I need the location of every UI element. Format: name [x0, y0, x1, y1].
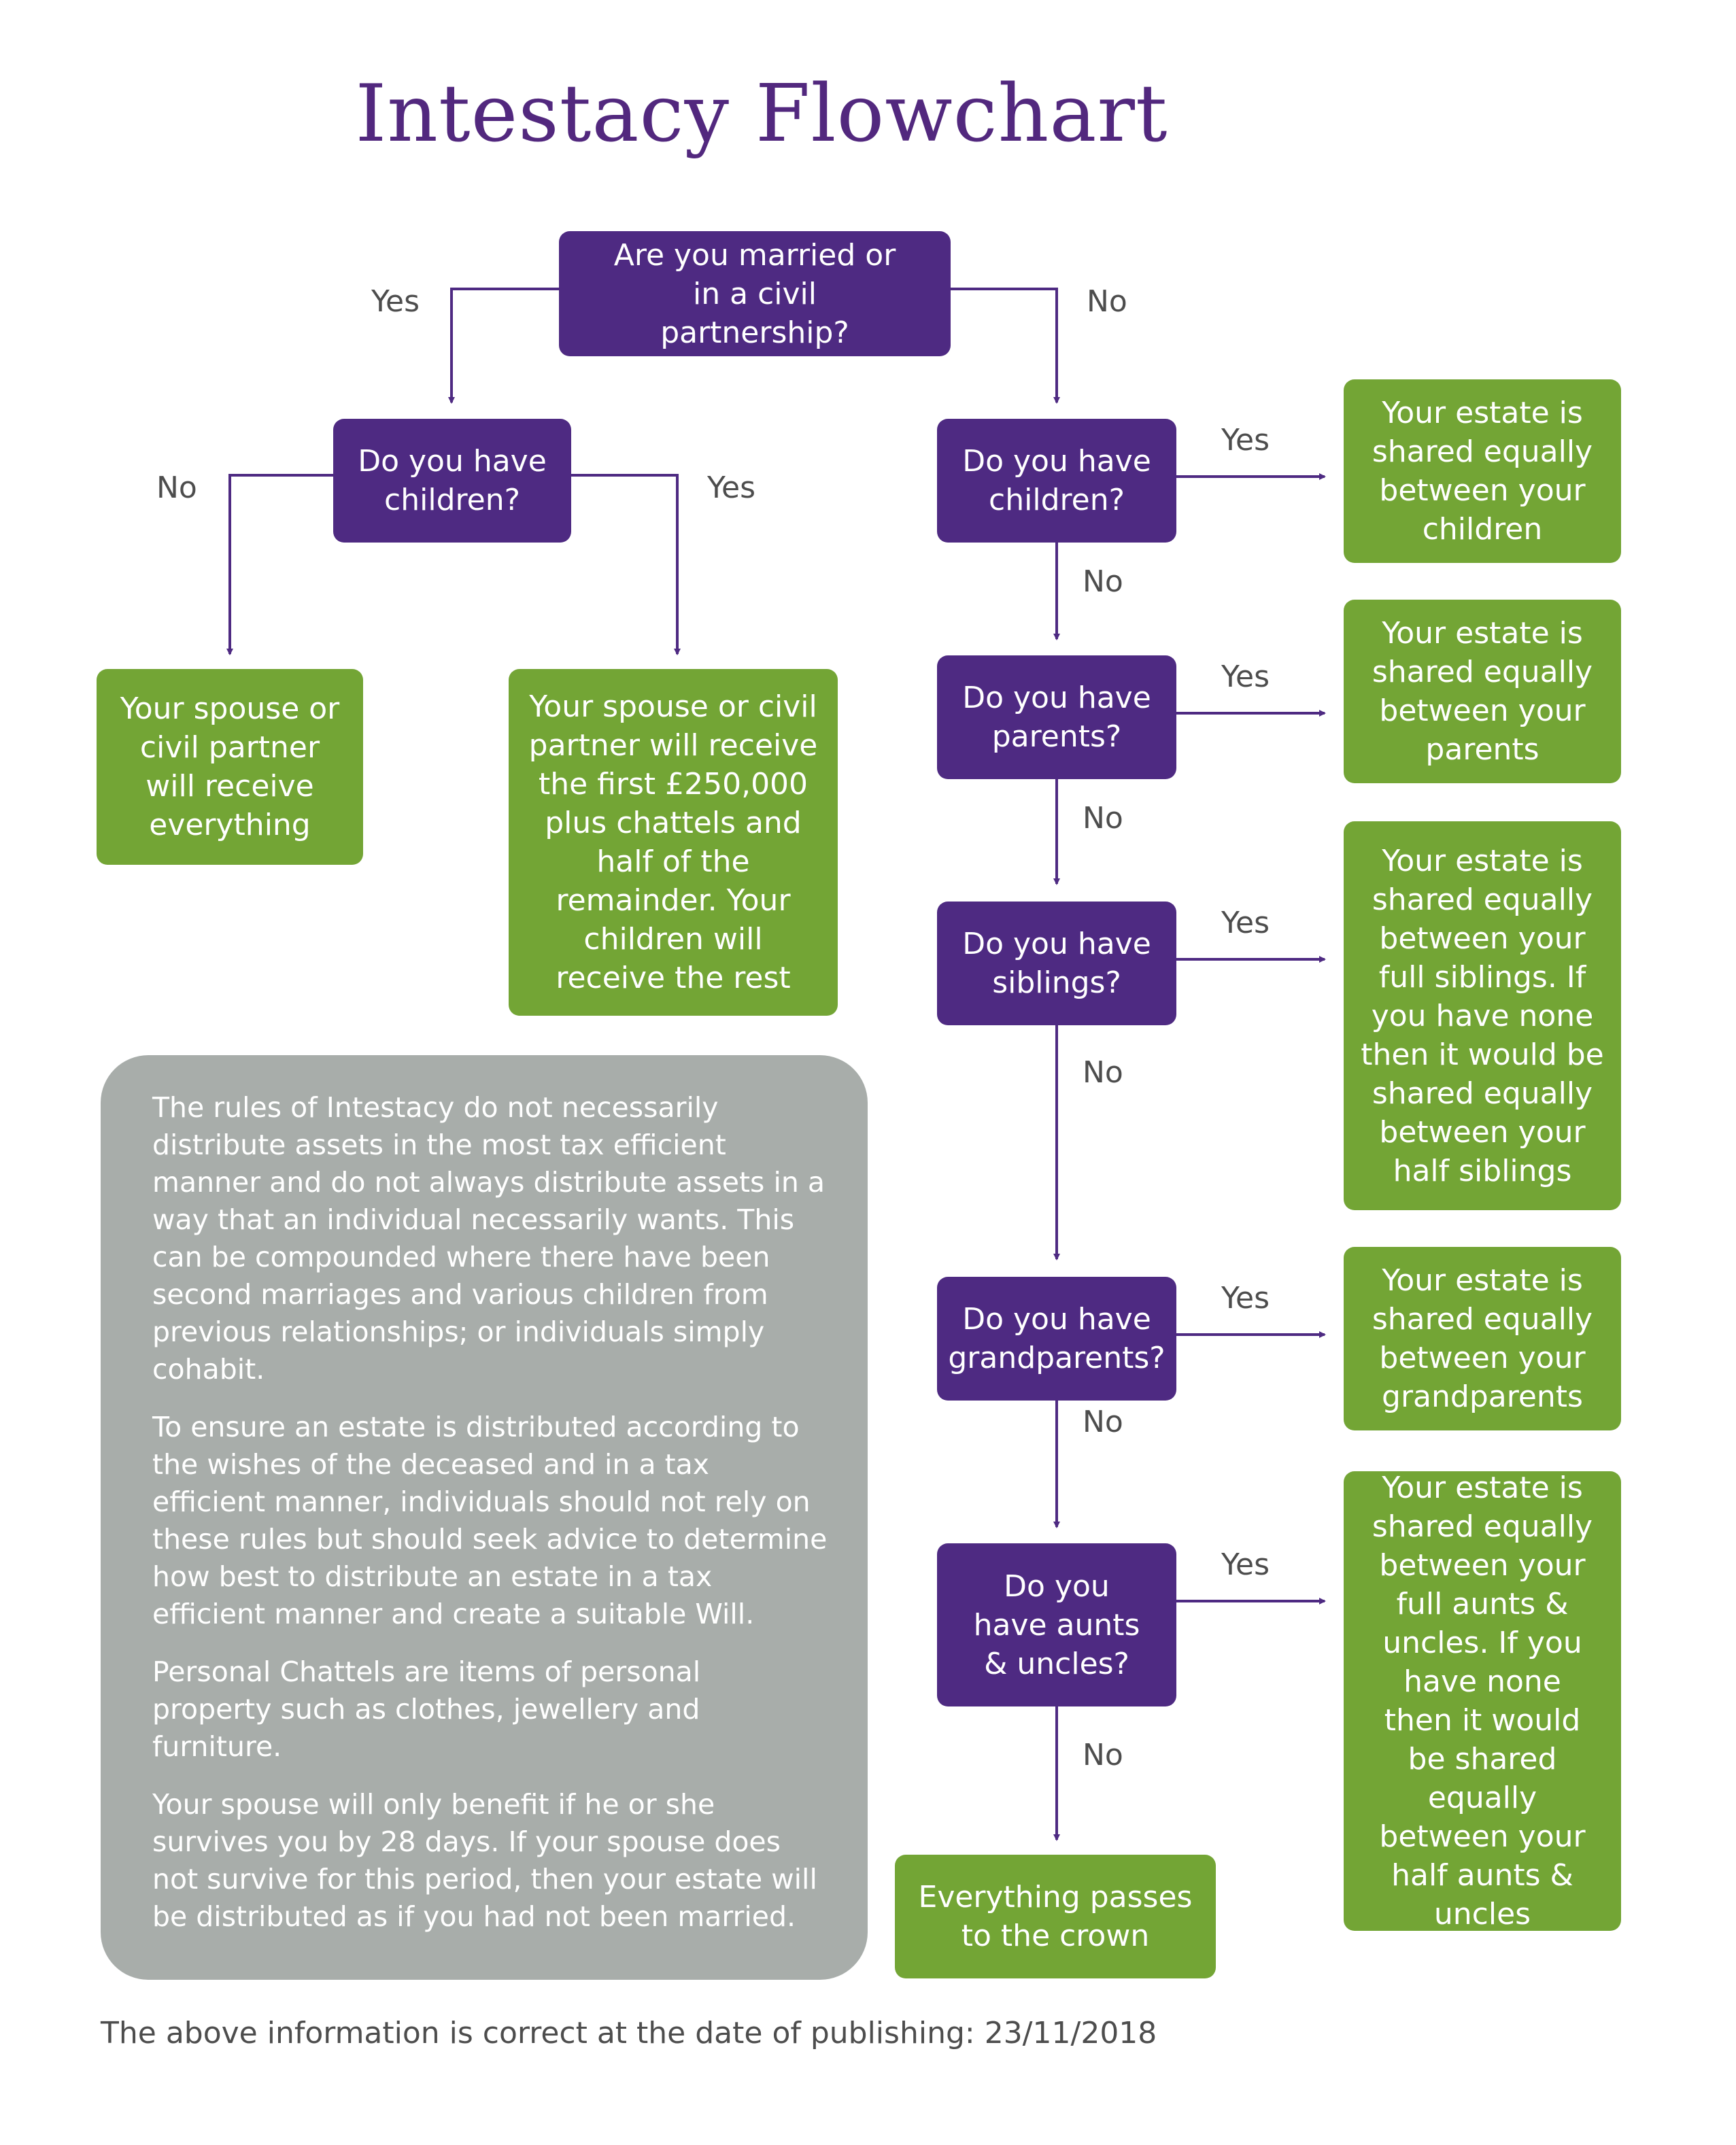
connector-children-married-yes: [571, 474, 681, 655]
question-siblings-text: Do you have siblings?: [962, 927, 1151, 1000]
question-grandparents: Do you have grandparents?: [937, 1277, 1176, 1401]
label-married-yes: Yes: [371, 284, 420, 319]
notes-panel: The rules of Intestacy do not necessaril…: [101, 1055, 868, 1980]
outcome-children: Your estate is shared equally between yo…: [1344, 379, 1621, 563]
note-paragraph: To ensure an estate is distributed accor…: [152, 1411, 828, 1630]
label-children-yes: Yes: [1221, 423, 1270, 458]
connector-married-no: [951, 288, 1060, 404]
question-children-text: Do you have children?: [962, 444, 1151, 517]
outcome-crown-text: Everything passes to the crown: [918, 1880, 1193, 1953]
outcome-siblings: Your estate is shared equally between yo…: [1344, 821, 1621, 1210]
note-paragraph: The rules of Intestacy do not necessaril…: [152, 1091, 825, 1386]
label-grandparents-yes: Yes: [1221, 1281, 1270, 1316]
label-aunts-uncles-yes: Yes: [1221, 1547, 1270, 1582]
question-parents: Do you have parents?: [937, 655, 1176, 779]
connector-married-yes: [448, 288, 559, 404]
page-title: Intestacy Flowchart: [355, 68, 1168, 160]
question-aunts-uncles-text: Do you have aunts & uncles?: [973, 1568, 1140, 1681]
outcome-spouse-and-children-text: Your spouse or civil partner will receiv…: [528, 689, 818, 995]
label-parents-no: No: [1083, 801, 1123, 836]
outcome-crown: Everything passes to the crown: [895, 1855, 1216, 1978]
label-children-married-yes: Yes: [707, 470, 756, 505]
outcome-spouse-everything: Your spouse or civil partner will receiv…: [97, 669, 363, 865]
outcome-spouse-everything-text: Your spouse or civil partner will receiv…: [120, 691, 340, 842]
question-children: Do you have children?: [937, 419, 1176, 543]
footer-note: The above information is correct at the …: [101, 2016, 1157, 2050]
outcome-children-text: Your estate is shared equally between yo…: [1372, 396, 1593, 547]
question-married-text: Are you married or in a civil partnershi…: [613, 237, 896, 350]
label-siblings-yes: Yes: [1221, 906, 1270, 940]
outcome-aunts-uncles-text: Your estate is shared equally between yo…: [1372, 1471, 1593, 1932]
outcome-spouse-and-children: Your spouse or civil partner will receiv…: [509, 669, 838, 1016]
label-married-no: No: [1087, 284, 1127, 319]
outcome-aunts-uncles: Your estate is shared equally between yo…: [1344, 1471, 1621, 1932]
note-paragraph: Your spouse will only benefit if he or s…: [152, 1788, 817, 1933]
label-children-no: No: [1083, 564, 1123, 599]
question-married: Are you married or in a civil partnershi…: [559, 231, 951, 356]
note-paragraph: Personal Chattels are items of personal …: [152, 1655, 701, 1763]
label-aunts-uncles-no: No: [1083, 1738, 1123, 1772]
label-grandparents-no: No: [1083, 1405, 1123, 1439]
question-children-married: Do you have children?: [333, 419, 571, 543]
outcome-parents-text: Your estate is shared equally between yo…: [1372, 616, 1593, 767]
label-parents-yes: Yes: [1221, 659, 1270, 694]
label-siblings-no: No: [1083, 1055, 1123, 1090]
question-parents-text: Do you have parents?: [962, 681, 1151, 754]
question-children-married-text: Do you have children?: [358, 444, 547, 517]
outcome-grandparents: Your estate is shared equally between yo…: [1344, 1247, 1621, 1430]
outcome-grandparents-text: Your estate is shared equally between yo…: [1372, 1263, 1593, 1414]
question-grandparents-text: Do you have grandparents?: [948, 1302, 1165, 1375]
label-children-married-no: No: [156, 470, 197, 505]
outcome-siblings-text: Your estate is shared equally between yo…: [1361, 843, 1604, 1188]
question-aunts-uncles: Do you have aunts & uncles?: [937, 1543, 1176, 1706]
outcome-parents: Your estate is shared equally between yo…: [1344, 600, 1621, 783]
connector-children-married-no: [226, 474, 333, 655]
question-siblings: Do you have siblings?: [937, 902, 1176, 1025]
